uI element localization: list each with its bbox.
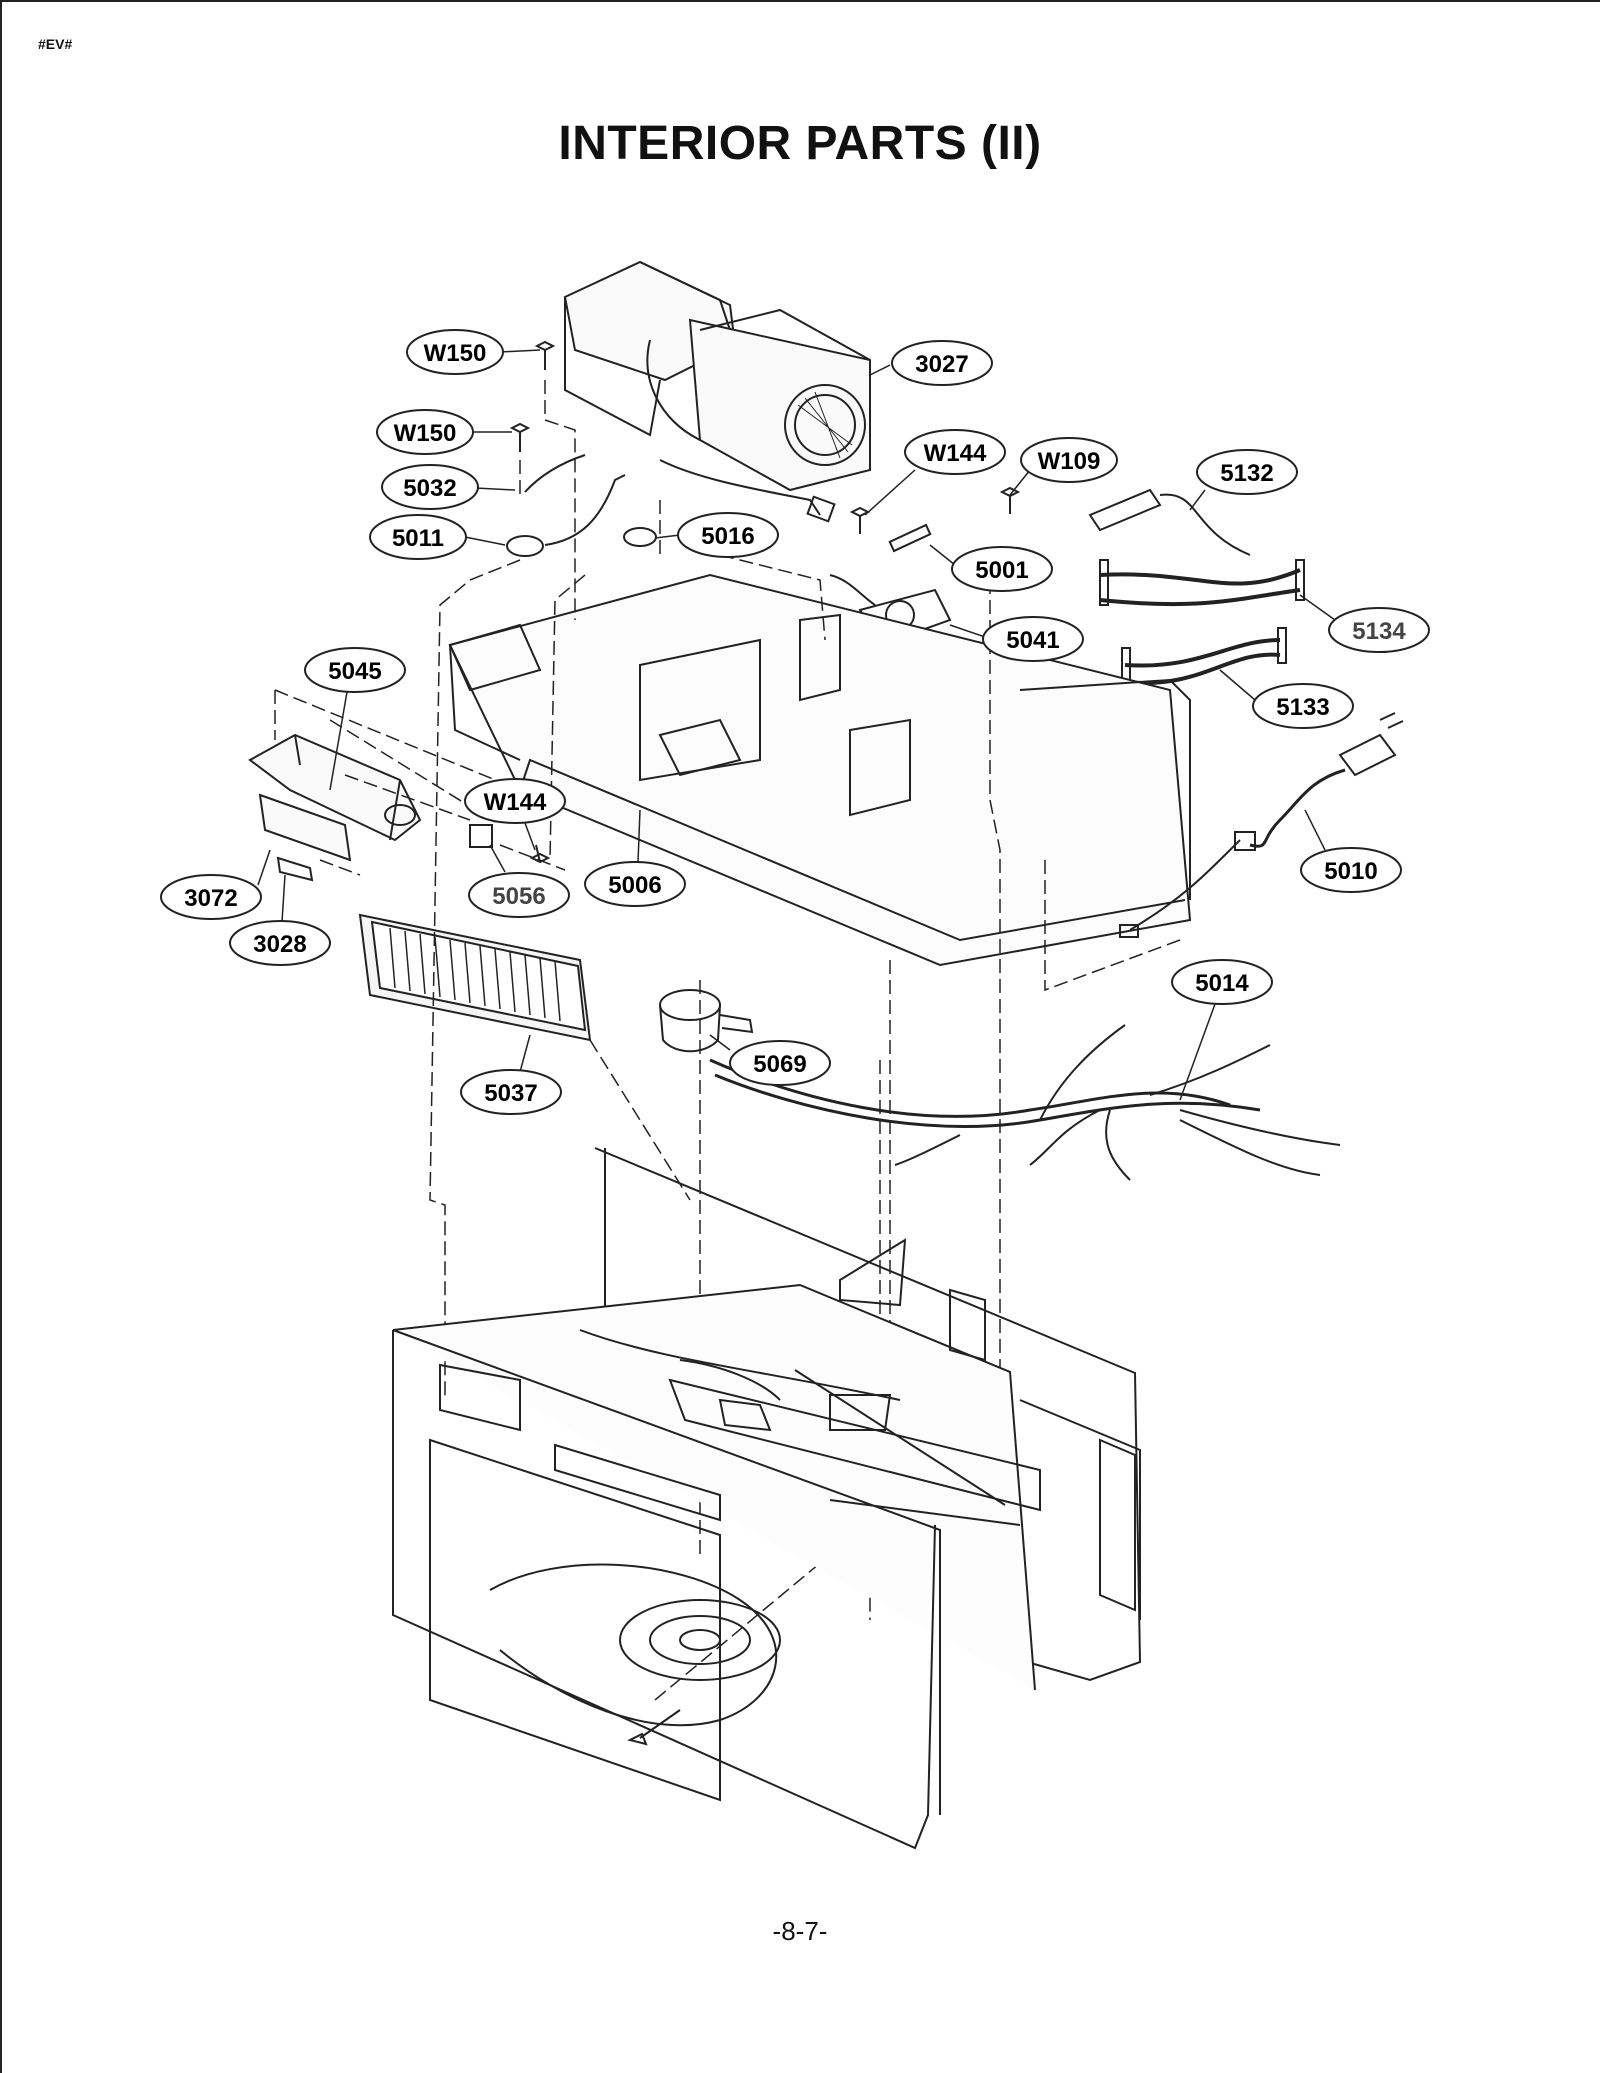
page-border-left	[0, 0, 2, 2073]
callout-3027: 3027	[869, 340, 993, 386]
harness-5132-connector	[1088, 488, 1162, 532]
thermostat-icon	[506, 535, 544, 557]
svg-text:3028: 3028	[253, 931, 306, 958]
power-cord	[1119, 712, 1404, 938]
svg-text:5014: 5014	[1195, 970, 1249, 997]
callout-5016: 5016	[654, 512, 779, 558]
svg-text:5069: 5069	[753, 1051, 806, 1078]
page-border-top	[0, 0, 1600, 2]
screw-icon	[509, 422, 531, 452]
callout-3028: 3028	[229, 874, 331, 966]
screw-icon	[849, 506, 871, 534]
svg-text:5045: 5045	[328, 658, 381, 685]
svg-text:W144: W144	[924, 440, 987, 467]
svg-text:5134: 5134	[1352, 618, 1406, 645]
svg-text:5056: 5056	[492, 883, 545, 910]
callout-3072: 3072	[160, 849, 271, 920]
header-tag: #EV#	[38, 36, 73, 52]
svg-text:5132: 5132	[1220, 460, 1273, 487]
svg-text:5016: 5016	[701, 523, 754, 550]
callout-w150-mid: W150	[376, 409, 512, 455]
callout-5134: 5134	[1299, 594, 1430, 653]
page-number: -8-7-	[772, 1916, 828, 1946]
page-title: INTERIOR PARTS (II)	[558, 117, 1042, 170]
svg-text:W144: W144	[484, 789, 547, 816]
screw-icon	[534, 340, 556, 370]
motor-icon	[659, 989, 754, 1053]
svg-text:5037: 5037	[484, 1080, 537, 1107]
callout-5133: 5133	[1219, 669, 1354, 729]
callout-5132: 5132	[1189, 449, 1298, 511]
screw-icon	[529, 844, 551, 864]
callout-5006: 5006	[584, 809, 686, 907]
screw-icon	[999, 486, 1021, 514]
heater-assembly	[248, 733, 493, 882]
wire-harness	[709, 1024, 1341, 1181]
svg-text:5001: 5001	[975, 557, 1028, 584]
thermistor-icon	[623, 527, 657, 547]
callout-w109: W109	[1009, 437, 1118, 496]
svg-text:W109: W109	[1038, 448, 1101, 475]
svg-text:5006: 5006	[608, 872, 661, 899]
callout-5056: 5056	[468, 844, 570, 918]
callout-5037: 5037	[460, 1034, 562, 1115]
callout-5010: 5010	[1300, 809, 1402, 893]
callout-5069: 5069	[709, 1034, 831, 1086]
callout-w144-top: W144	[864, 429, 1006, 516]
svg-text:W150: W150	[394, 420, 457, 447]
callout-w150-top: W150	[406, 329, 541, 375]
vent-grille	[358, 913, 592, 1042]
svg-text:5011: 5011	[392, 525, 444, 552]
svg-text:3027: 3027	[915, 351, 968, 378]
callout-5014: 5014	[1171, 959, 1273, 1101]
svg-text:5032: 5032	[403, 475, 456, 502]
svg-text:5010: 5010	[1324, 858, 1377, 885]
blower-fan-assembly	[563, 260, 871, 523]
callout-5032: 5032	[381, 464, 516, 510]
svg-text:W150: W150	[424, 340, 487, 367]
callout-w144-mid: W144	[464, 778, 566, 851]
callout-5001: 5001	[929, 544, 1053, 592]
svg-text:3072: 3072	[184, 885, 237, 912]
fuse-icon	[888, 523, 932, 553]
oven-cavity	[392, 1147, 1142, 1850]
callout-5041: 5041	[949, 616, 1084, 662]
callout-5045: 5045	[304, 647, 406, 791]
svg-text:5041: 5041	[1006, 627, 1059, 654]
callout-5011: 5011	[369, 514, 506, 560]
svg-text:5133: 5133	[1276, 694, 1329, 721]
callouts: W150 3027 W150 W144 W109 5132	[160, 329, 1430, 1115]
main-bracket-assembly	[448, 573, 1192, 967]
